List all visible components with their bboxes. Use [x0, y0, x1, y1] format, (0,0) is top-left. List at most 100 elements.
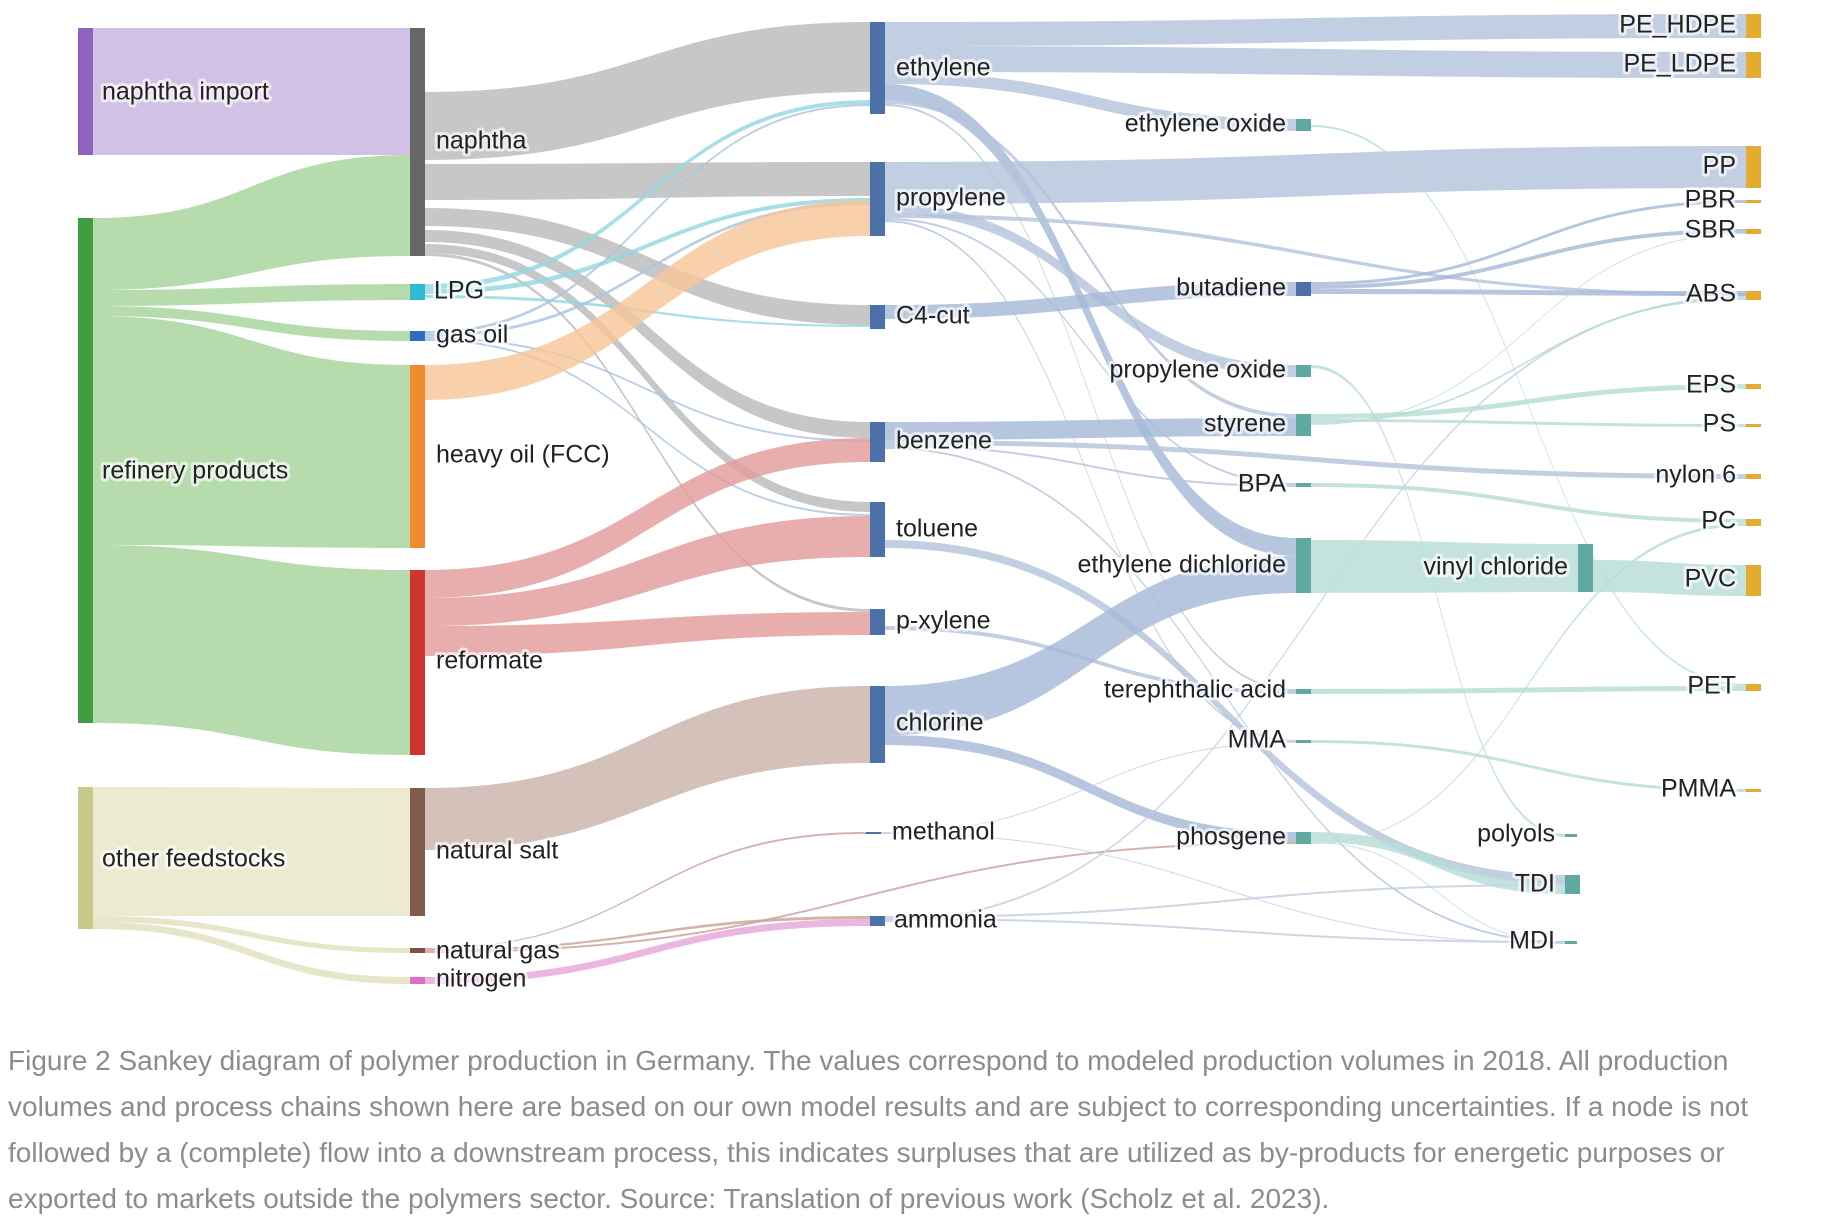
link-gas-oil-to-toluene: [425, 339, 870, 516]
node-naphtha-import: [78, 28, 93, 155]
link-butadiene-to-abs: [1311, 289, 1746, 296]
link-propylene-to-pp: [885, 146, 1746, 204]
link-tpa-to-pet: [1311, 686, 1746, 694]
node-lpg: [410, 284, 425, 300]
link-c4-cut-to-butadiene: [885, 282, 1296, 319]
link-naphtha-to-ethylene: [425, 22, 870, 160]
node-label-eps: EPS: [1686, 371, 1736, 399]
node-c4-cut: [870, 305, 885, 329]
node-styrene: [1296, 414, 1311, 436]
node-label-pe-ldpe: PE_LDPE: [1623, 50, 1736, 78]
node-label-pp: PP: [1703, 152, 1736, 180]
node-phosgene: [1296, 832, 1311, 844]
link-reformate-to-p-xylene: [425, 612, 870, 656]
link-other-feedstocks-to-natural-gas: [93, 916, 410, 953]
link-ethylene-to-edc: [885, 84, 1296, 556]
link-propylene-oxide-to-polyols: [1311, 365, 1565, 837]
link-chlorine-to-phosgene: [885, 735, 1296, 842]
node-abs: [1746, 291, 1761, 300]
node-label-ethylene-oxide: ethylene oxide: [1125, 110, 1286, 138]
link-benzene-to-bpa: [885, 445, 1296, 487]
link-bpa-to-pc: [1311, 483, 1746, 523]
link-heavy-oil-to-propylene: [425, 200, 870, 400]
link-methanol-to-mdi: [881, 833, 1565, 944]
node-label-bpa: BPA: [1238, 470, 1286, 498]
links-layer: [93, 14, 1746, 984]
node-pet: [1746, 684, 1761, 691]
link-ethylene-to-tpa: [885, 104, 1296, 691]
link-ammonia-to-mdi: [885, 918, 1565, 943]
link-styrene-to-sbr: [1311, 233, 1746, 425]
node-label-pmma: PMMA: [1661, 775, 1736, 803]
node-label-mma: MMA: [1228, 726, 1287, 754]
link-propylene-to-propylene-oxide: [885, 204, 1296, 377]
node-pe-ldpe: [1746, 52, 1761, 78]
node-label-ethylene: ethylene: [896, 54, 991, 82]
link-ammonia-to-tdi: [885, 884, 1565, 918]
node-label-chlorine: chlorine: [896, 709, 984, 737]
node-label-benzene: benzene: [896, 427, 992, 455]
link-chlorine-to-edc: [885, 556, 1296, 735]
node-ps: [1746, 424, 1761, 427]
node-label-naphtha: naphtha: [436, 127, 526, 155]
node-label-natural-salt: natural salt: [436, 837, 558, 865]
node-label-polyols: polyols: [1477, 820, 1555, 848]
link-edc-to-vinyl-chloride: [1311, 540, 1578, 593]
link-ethylene-to-ethylene-oxide: [885, 72, 1296, 131]
node-label-natural-gas: natural gas: [436, 937, 560, 965]
link-naphtha-to-propylene: [425, 162, 870, 200]
link-propylene-to-mma: [885, 220, 1296, 742]
node-sbr: [1746, 229, 1761, 234]
node-nitrogen: [410, 977, 425, 984]
link-natural-gas-to-methanol: [425, 832, 866, 949]
node-naphtha: [410, 28, 425, 256]
node-other-feedstocks: [78, 787, 93, 929]
node-label-propylene-oxide: propylene oxide: [1109, 356, 1286, 384]
node-nylon6: [1746, 474, 1761, 479]
link-naphtha-to-p-xylene: [425, 253, 870, 612]
node-label-naphtha-import: naphtha import: [102, 78, 269, 106]
node-label-tdi: TDI: [1515, 870, 1555, 898]
figure-caption: Figure 2 Sankey diagram of polymer produ…: [8, 1045, 1749, 1214]
node-pe-hdpe: [1746, 14, 1761, 38]
node-eps: [1746, 384, 1761, 389]
node-tdi: [1565, 875, 1580, 894]
link-other-feedstocks-to-nitrogen: [93, 922, 410, 984]
node-label-methanol: methanol: [892, 818, 995, 846]
node-mma: [1296, 740, 1311, 743]
link-refinery-products-to-gas-oil: [93, 306, 410, 341]
node-label-p-xylene: p-xylene: [896, 607, 991, 635]
node-label-tpa: terephthalic acid: [1104, 676, 1286, 704]
link-propylene-to-abs: [885, 214, 1746, 296]
node-label-gas-oil: gas oil: [436, 321, 508, 349]
link-mma-to-pmma: [1311, 740, 1746, 792]
link-refinery-products-to-lpg: [93, 284, 410, 306]
link-reformate-to-benzene: [425, 438, 870, 598]
link-butadiene-to-sbr: [1311, 229, 1746, 289]
node-tpa: [1296, 689, 1311, 694]
node-gas-oil: [410, 331, 425, 341]
node-toluene: [870, 502, 885, 557]
link-gas-oil-to-benzene: [425, 337, 870, 442]
link-natural-salt-to-chlorine: [425, 686, 870, 850]
link-ethylene-to-styrene: [885, 100, 1296, 418]
node-natural-gas: [410, 948, 425, 953]
node-label-lpg: LPG: [434, 277, 484, 305]
node-chlorine: [870, 686, 885, 763]
link-natural-gas-to-phosgene: [425, 842, 1296, 953]
node-label-butadiene: butadiene: [1176, 274, 1286, 302]
node-label-abs: ABS: [1686, 280, 1736, 308]
link-ethylene-oxide-to-pet: [1311, 125, 1746, 686]
node-p-xylene: [870, 609, 885, 635]
link-styrene-to-eps: [1311, 384, 1746, 419]
link-methanol-to-mma: [881, 742, 1296, 833]
node-pmma: [1746, 789, 1761, 792]
node-label-edc: ethylene dichloride: [1078, 551, 1286, 579]
node-label-refinery-products: refinery products: [102, 457, 288, 485]
link-lpg-to-ethylene: [425, 100, 870, 289]
node-label-c4-cut: C4-cut: [896, 302, 970, 330]
node-ethylene-oxide: [1296, 119, 1311, 131]
link-benzene-to-mdi: [885, 447, 1565, 943]
node-natural-salt: [410, 788, 425, 916]
